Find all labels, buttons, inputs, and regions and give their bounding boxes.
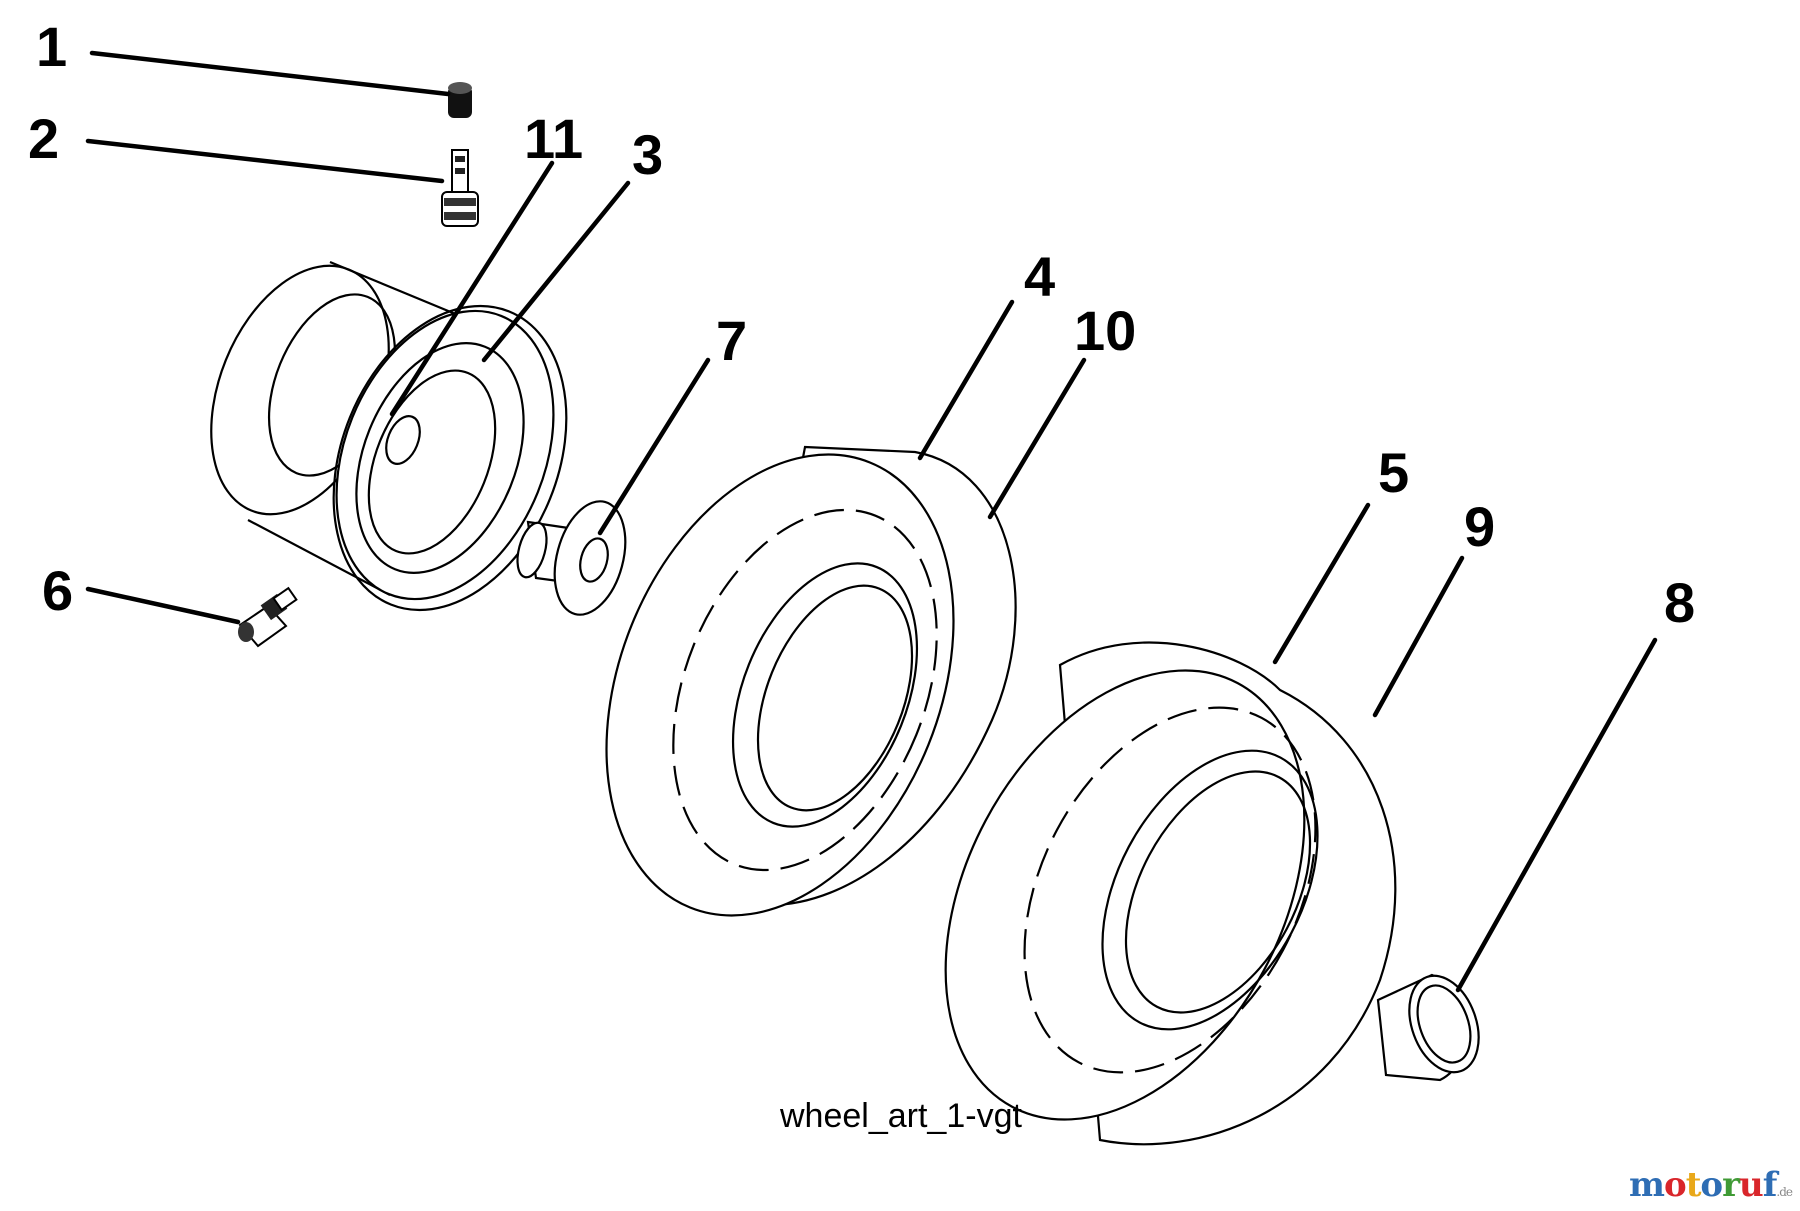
- callout-5: 5: [1378, 441, 1409, 504]
- leader-line-7: [597, 357, 711, 536]
- leader-line-4: [917, 299, 1015, 461]
- watermark-letter: u: [1739, 1165, 1764, 1205]
- leader-line-5: [1272, 502, 1371, 665]
- diagram-caption: wheel_art_1-vgt: [779, 1097, 1022, 1135]
- watermark-suffix: .de: [1776, 1185, 1793, 1199]
- watermark-letter: r: [1722, 1165, 1740, 1205]
- callout-1: 1: [36, 15, 67, 78]
- callout-7: 7: [716, 309, 747, 372]
- watermark-letter: f: [1762, 1165, 1778, 1205]
- callout-6: 6: [42, 559, 73, 622]
- callout-4: 4: [1024, 245, 1055, 308]
- leader-line-2: [85, 138, 445, 184]
- leader-line-6: [85, 586, 241, 625]
- watermark-logo: motoruf.de: [1629, 1165, 1793, 1205]
- callout-11: 11: [524, 107, 583, 170]
- part-2-valve-stem: [441, 149, 479, 227]
- part-11-rim: [210, 260, 555, 601]
- callout-3: 3: [632, 123, 663, 186]
- callout-9: 9: [1464, 495, 1495, 558]
- leader-line-8: [1455, 637, 1658, 993]
- watermark-letter: o: [1700, 1165, 1723, 1205]
- watermark-letter: m: [1629, 1165, 1665, 1205]
- watermark-letter: o: [1664, 1165, 1687, 1205]
- leader-line-3: [481, 180, 631, 363]
- watermark-letter: t: [1685, 1165, 1702, 1205]
- part-5-tire: [944, 641, 1397, 1146]
- callout-8: 8: [1664, 571, 1695, 634]
- part-6-grease-fitting: [238, 586, 298, 648]
- leader-line-9: [1372, 555, 1465, 718]
- part-8-hub-bushing: [1376, 973, 1480, 1082]
- leader-line-11: [389, 160, 555, 417]
- callout-2: 2: [28, 107, 59, 170]
- callout-numbers: 1 2 11 3 6 7 4 10 5 9 8: [28, 15, 1695, 634]
- leader-line-10: [987, 357, 1087, 520]
- part-1-valve-cap: [448, 82, 472, 118]
- leader-line-1: [89, 50, 451, 97]
- part-3-rim-seal: [332, 304, 568, 612]
- callout-10: 10: [1074, 299, 1136, 362]
- leader-lines: [85, 50, 1658, 993]
- watermark-text: motoruf: [1629, 1165, 1778, 1205]
- part-7-bushing: [516, 500, 627, 616]
- part-4-tire: [605, 445, 1017, 917]
